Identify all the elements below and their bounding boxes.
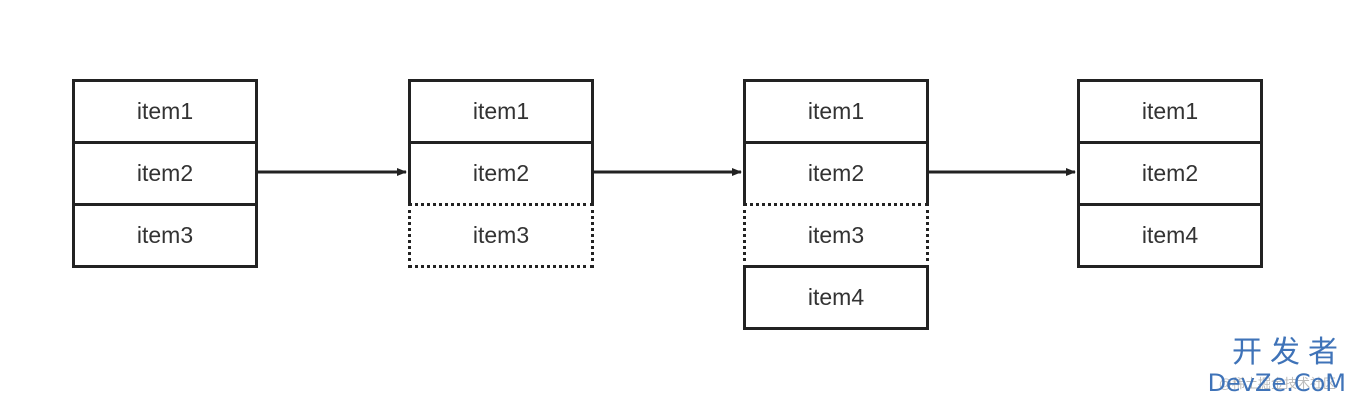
stack-3-item2: item2: [743, 141, 929, 206]
watermark-en: DevZe.CoM: [1207, 369, 1346, 397]
stack-4-item4: item4: [1077, 203, 1263, 268]
stack-1-item1: item1: [72, 79, 258, 144]
stack-1-item2: item2: [72, 141, 258, 206]
stack-3-item1: item1: [743, 79, 929, 144]
stack-3-item4: item4: [743, 265, 929, 330]
stack-2-item2: item2: [408, 141, 594, 206]
watermark-cn: 开发者: [1232, 335, 1346, 370]
stack-1-item3: item3: [72, 203, 258, 268]
stack-2-item1: item1: [408, 79, 594, 144]
watermark-small: @稀土掘金技术社区: [1218, 376, 1336, 391]
stack-2-item3: item3: [408, 203, 594, 268]
stack-4-item2: item2: [1077, 141, 1263, 206]
watermark: 开发者 DevZe.CoM: [1207, 335, 1346, 397]
stack-3-item3: item3: [743, 203, 929, 268]
stack-4-item1: item1: [1077, 79, 1263, 144]
